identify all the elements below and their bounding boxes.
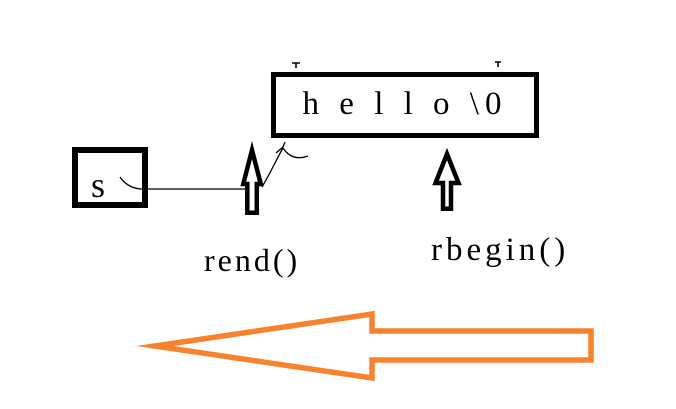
string-content: h e l l o \0	[302, 85, 508, 122]
variable-box: s	[72, 147, 148, 208]
rend-label: rend()	[204, 242, 301, 278]
tick-mark-right	[495, 61, 501, 67]
hand-drawn-arrow-barb	[275, 141, 286, 154]
rend-up-arrow-icon	[240, 140, 264, 216]
reverse-direction-arrow-icon	[136, 310, 594, 382]
tick-mark-left	[292, 62, 300, 68]
hand-drawn-arrow-tail	[282, 147, 309, 159]
hand-drawn-arrow	[261, 147, 284, 188]
variable-name: s	[91, 164, 106, 205]
rbegin-up-arrow-icon	[432, 147, 462, 212]
string-cells-box: h e l l o \0	[271, 72, 539, 138]
rbegin-label: rbegin()	[431, 232, 570, 268]
